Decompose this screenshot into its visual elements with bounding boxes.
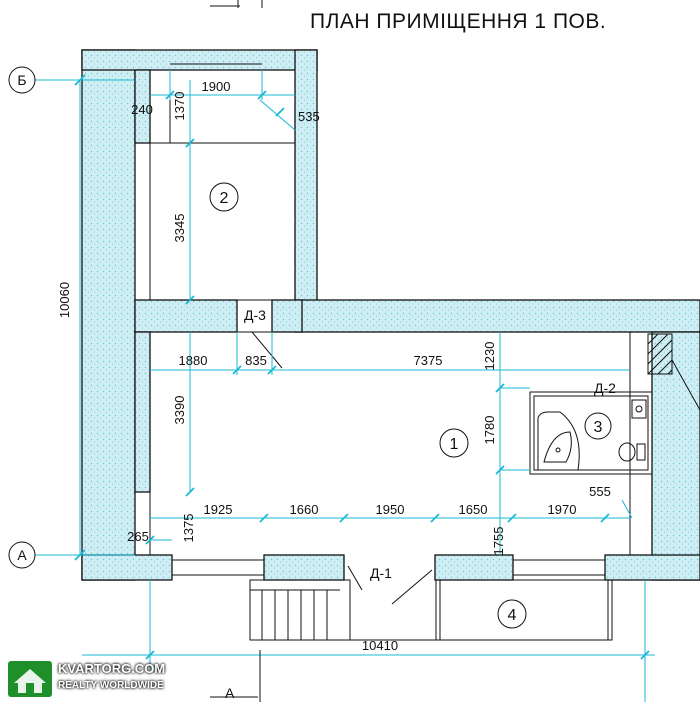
watermark-site: KVARTORG.COM xyxy=(58,661,166,676)
room-1-marker: 1 xyxy=(439,428,469,458)
dim-bottom-left: 1375 xyxy=(181,514,196,543)
wall-bottom-2 xyxy=(263,554,345,581)
dim-corner: 265 xyxy=(127,529,149,544)
svg-text:А: А xyxy=(17,547,27,563)
wall-room1-left xyxy=(134,331,151,493)
svg-text:4: 4 xyxy=(508,607,517,624)
bathroom xyxy=(529,391,653,475)
svg-text:2: 2 xyxy=(220,190,229,207)
dim-r2-left: 240 xyxy=(131,102,153,117)
room-3-marker: 3 xyxy=(584,412,612,440)
wall-left xyxy=(81,49,136,581)
wall-room2-left xyxy=(134,69,151,144)
dim-r1-left: 1880 xyxy=(179,353,208,368)
wall-mid-left xyxy=(134,299,238,333)
door-d1-label: Д-1 xyxy=(370,565,392,581)
dim-r2-height: 3345 xyxy=(172,214,187,243)
dim-r2-right: 535 xyxy=(298,109,320,124)
corner-bath-icon xyxy=(537,411,580,471)
dim-r2-top: 1370 xyxy=(172,92,187,121)
axis-b-marker: Б xyxy=(8,66,36,94)
plan-title: ПЛАН ПРИМІЩЕННЯ 1 ПОВ. xyxy=(310,10,606,33)
dim-b5: 1970 xyxy=(548,502,577,517)
dim-b4: 1650 xyxy=(459,502,488,517)
axis-a-marker: А xyxy=(8,541,36,569)
dim-r1-top-right: 1230 xyxy=(482,342,497,371)
room-2-marker: 2 xyxy=(209,182,239,212)
svg-text:3: 3 xyxy=(594,419,603,436)
wall-right-upper xyxy=(294,299,700,333)
stairs xyxy=(249,579,351,641)
svg-text:Б: Б xyxy=(17,72,26,88)
sink-icon xyxy=(631,399,647,419)
watermark: KVARTORG.COM REALTY WORLDWIDE xyxy=(6,659,184,699)
wall-right xyxy=(651,331,700,581)
door-d1-leaf-left xyxy=(347,565,363,591)
wall-room2-right xyxy=(294,49,318,307)
room-4-marker: 4 xyxy=(497,599,527,629)
door-d3-leaf xyxy=(251,331,283,369)
dim-r1-left-height: 3390 xyxy=(172,396,187,425)
door-d2-label: Д-2 xyxy=(594,380,616,396)
dim-r1-door: 835 xyxy=(245,353,267,368)
wall-mid-right xyxy=(271,299,303,333)
dim-b1: 1925 xyxy=(204,502,233,517)
section-label: А xyxy=(225,685,235,701)
door-d3-label: Д-3 xyxy=(244,307,266,323)
dim-overall-width: 10410 xyxy=(362,638,398,653)
dim-b2: 1660 xyxy=(290,502,319,517)
toilet-icon xyxy=(618,442,636,462)
wall-bottom-4 xyxy=(604,554,700,581)
watermark-tagline: REALTY WORLDWIDE xyxy=(58,680,164,691)
dim-b3: 1950 xyxy=(376,502,405,517)
dim-r1-bath-height: 1780 xyxy=(482,416,497,445)
wall-bottom-3 xyxy=(434,554,514,581)
house-logo-icon xyxy=(8,661,52,697)
dim-overall-height: 10060 xyxy=(57,282,72,318)
svg-text:1: 1 xyxy=(450,436,459,453)
dim-bottom-right: 1755 xyxy=(491,527,506,556)
door-d1-leaf-right xyxy=(391,569,433,605)
wall-top xyxy=(81,49,318,71)
dim-b6: 555 xyxy=(589,484,611,499)
dim-r1-width: 7375 xyxy=(414,353,443,368)
dim-r2-width: 1900 xyxy=(202,79,231,94)
wall-bottom-1 xyxy=(81,554,173,581)
